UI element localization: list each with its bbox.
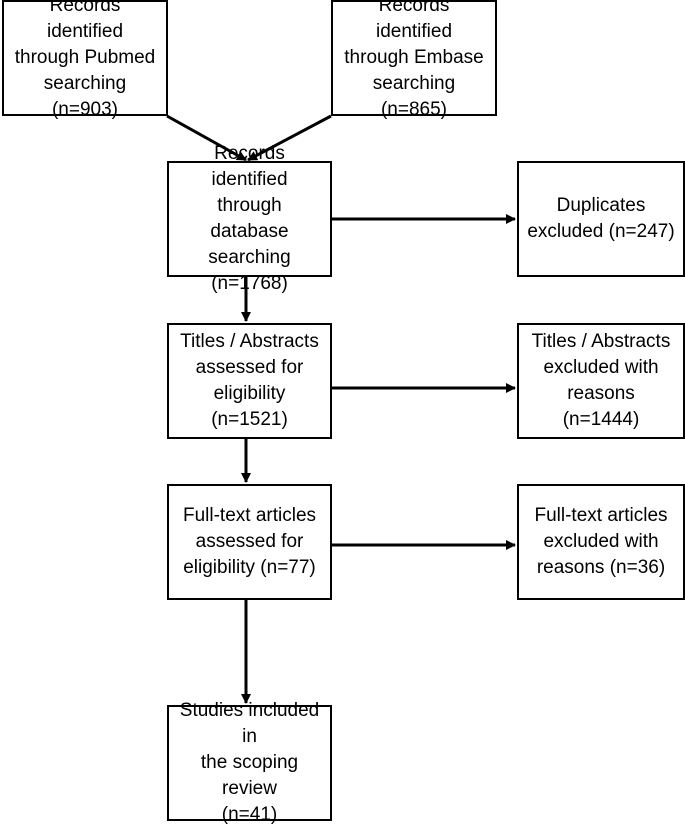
studies-included-label: Studies included in the scoping review (… [179,700,320,825]
duplicates-excluded-label: Duplicates excluded (n=247) [527,195,675,242]
titles-assessed-label: Titles / Abstracts assessed for eligibil… [180,331,319,430]
embase-records-box: Records identified through Embase search… [331,0,497,120]
database-records-box: Records identified through database sear… [167,143,332,294]
embase-records-label: Records identified through Embase search… [344,0,484,120]
duplicates-excluded-box: Duplicates excluded (n=247) [517,161,685,277]
titles-excluded-label: Titles / Abstracts excluded with reasons… [531,331,671,430]
studies-included-box: Studies included in the scoping review (… [167,700,332,825]
database-records-label: Records identified through database sear… [208,143,291,294]
titles-assessed-box: Titles / Abstracts assessed for eligibil… [167,323,332,439]
arrow-embase-to-database [247,114,332,162]
fulltext-assessed-label: Full-text articles assessed for eligibil… [182,505,317,578]
titles-excluded-box: Titles / Abstracts excluded with reasons… [517,323,685,439]
fulltext-excluded-box: Full-text articles excluded with reasons… [517,484,685,600]
pubmed-records-box: Records identified through Pubmed search… [2,0,168,120]
arrow-pubmed-to-database [166,114,247,162]
fulltext-assessed-box: Full-text articles assessed for eligibil… [167,484,332,600]
fulltext-excluded-label: Full-text articles excluded with reasons… [534,505,668,578]
pubmed-records-label: Records identified through Pubmed search… [14,0,156,120]
